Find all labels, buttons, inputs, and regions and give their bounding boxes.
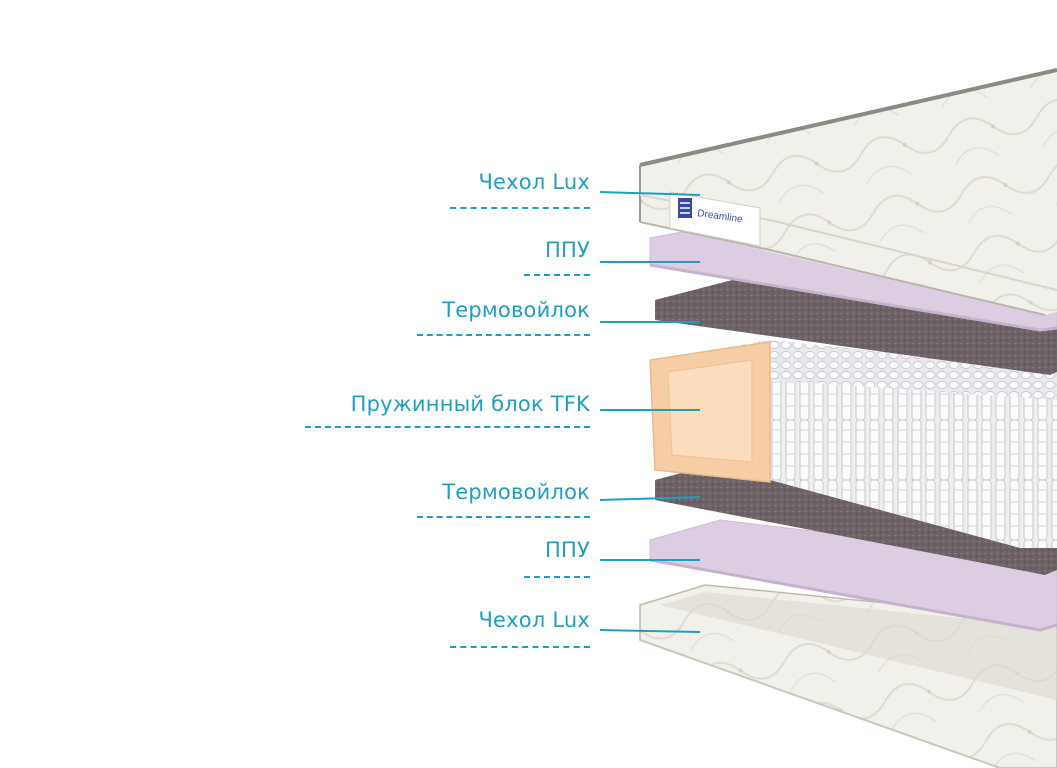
label-cover-top: Чехол Lux — [478, 170, 590, 194]
label-spring-block: Пружинный блок TFK — [350, 392, 590, 416]
label-felt-top: Термовойлок — [442, 298, 590, 322]
dash-ppu-top — [524, 274, 590, 276]
dash-cover-top — [450, 207, 590, 209]
label-ppu-bottom: ППУ — [545, 538, 590, 562]
dash-spring-block — [305, 426, 590, 428]
leader-cover-top — [599, 191, 701, 196]
leader-lines — [599, 191, 701, 633]
spring-block-shape — [649, 340, 1057, 548]
leader-cover-bottom — [599, 629, 701, 633]
dash-felt-bottom — [417, 516, 590, 518]
leader-felt-bottom — [599, 496, 701, 501]
dash-felt-top — [417, 334, 590, 336]
label-felt-bottom: Термовойлок — [442, 480, 590, 504]
cover-bottom-shape — [639, 584, 1057, 768]
brand-tag: Dreamline — [669, 191, 761, 247]
dash-ppu-bottom — [524, 576, 590, 578]
label-ppu-top: ППУ — [545, 238, 590, 262]
dash-cover-bottom — [450, 646, 590, 648]
label-cover-bottom: Чехол Lux — [478, 608, 590, 632]
